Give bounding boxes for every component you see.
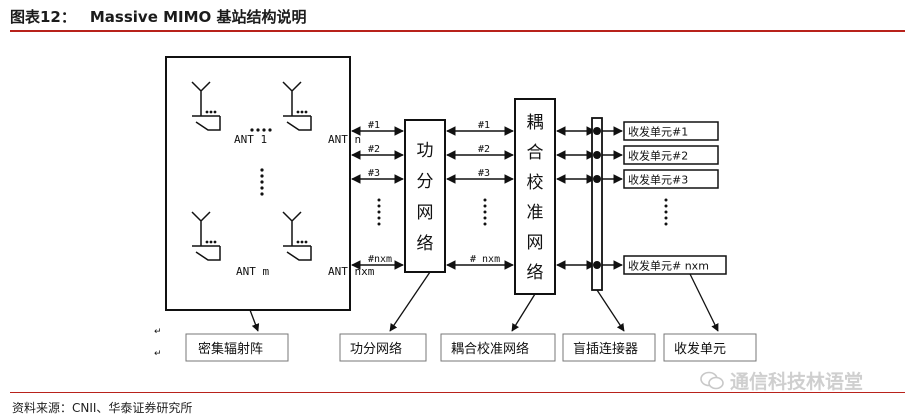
calibration-char-1: 耦 [527,113,544,133]
calibration-char-5: 网 [527,233,544,253]
link-left-label-nxm: #nxm [368,254,392,265]
caption-connector: 盲插连接器 [573,341,638,357]
antenna-dots-vertical [260,168,264,196]
power-divider-char-4: 络 [417,234,434,254]
watermark-text: 通信科技林语堂 [730,371,864,393]
connector-pins [593,127,601,269]
antenna-label-1: ANT 1 [234,133,267,146]
links-left-dots [377,198,381,226]
antenna-element-nxm [282,211,312,261]
link-left-label-3: #3 [368,168,380,179]
link-middle-label-2: #2 [478,144,490,155]
transceiver-box-1 [623,121,719,141]
watermark: 通信科技林语堂 [700,367,863,394]
calibration-char-3: 校 [527,173,544,193]
antenna-label-m: ANT m [236,265,269,278]
link-middle-label-3: #3 [478,168,490,179]
caption-leaders [249,271,719,332]
links-middle-dots [483,198,487,226]
calibration-text: 耦 合 校 准 网 络 [527,113,544,283]
power-divider-char-1: 功 [417,141,434,161]
caption-power-divider: 功分网络 [350,341,402,357]
source-note: 资料来源：CNII、华泰证券研究所 [12,401,193,415]
antenna-array-box [165,56,351,311]
caption-transceiver: 收发单元 [674,341,726,357]
caption-antenna: 密集辐射阵 [198,341,263,357]
link-middle-label-nxm: # nxm [470,254,500,265]
figure-number: 图表12： [10,8,76,26]
calibration-char-4: 准 [527,203,544,223]
antenna-element-m [191,211,221,261]
transceiver-box-2 [623,145,719,165]
paragraph-mark-1: ↵ [154,327,162,337]
calibration-char-2: 合 [527,143,544,163]
link-middle-label-1: #1 [478,120,490,131]
links-transceiver [602,126,623,270]
figure-title: 图表12： Massive MIMO 基站结构说明 [10,6,307,27]
source-rule [10,392,905,393]
links-middle [446,126,514,270]
antenna-element-n [282,81,312,131]
calibration-char-6: 络 [527,263,544,283]
calibration-box [514,98,556,295]
caption-calibration: 耦合校准网络 [451,341,529,357]
power-divider-char-3: 网 [417,203,434,223]
antenna-label-nxm: ANT nxm [328,265,375,278]
figure-title-text: Massive MIMO 基站结构说明 [89,8,307,26]
caption-box-calibration [440,333,556,362]
transceiver-label-2: 收发单元#2 [628,149,688,163]
antenna-label-n: ANT n [328,133,361,146]
transceiver-label-3: 收发单元#3 [628,173,688,187]
link-left-label-2: #2 [368,144,380,155]
transceiver-label-nxm: 收发单元# nxm [628,259,709,273]
transceiver-box-3 [623,169,719,189]
power-divider-box [404,119,446,273]
caption-box-transceiver [663,333,757,362]
caption-box-power-divider [339,333,427,362]
transceiver-dots [664,198,668,226]
power-divider-char-2: 分 [417,172,434,192]
caption-box-connector [562,333,656,362]
caption-box-antenna [185,333,289,362]
power-divider-text: 功 分 网 络 [417,141,434,254]
links-left [351,126,404,270]
antenna-element-1 [191,81,221,131]
link-left-label-1: #1 [368,120,380,131]
title-rule [10,30,905,32]
transceiver-label-1: 收发单元#1 [628,125,688,139]
antenna-dots-horizontal [250,128,272,132]
transceiver-box-nxm [623,255,727,275]
paragraph-mark-2: ↵ [154,349,162,359]
links-right [556,126,596,270]
chat-bubble-icon [700,371,724,389]
